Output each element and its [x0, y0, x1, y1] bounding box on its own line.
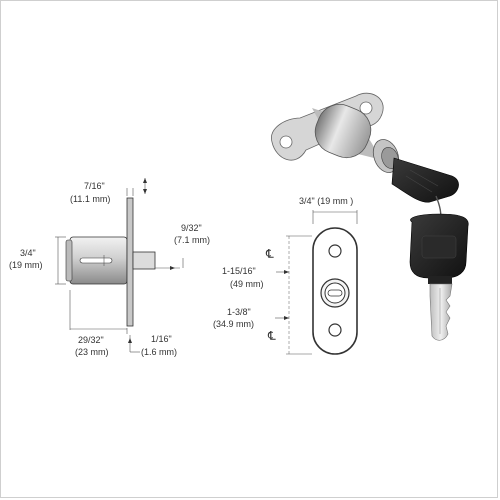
dim-cam-length: 9/32"	[181, 223, 202, 233]
flange-hole-right	[359, 101, 373, 115]
lock-product-illustration	[271, 92, 469, 341]
spare-key-blade	[429, 283, 453, 341]
dim-top-width: 7/16"	[84, 181, 105, 191]
flange-hole-left	[279, 135, 293, 149]
key-slot	[79, 257, 113, 264]
dim-height-mm: (19 mm)	[9, 260, 43, 270]
spare-key-grip	[421, 235, 457, 259]
dim-plate-width: 3/4" (19 mm )	[299, 196, 353, 206]
dim-center-offset: 1-3/8"	[227, 307, 251, 317]
bottom-mount-hole	[328, 323, 342, 337]
front-view: 3/4" (19 mm ) ℄ 1-15/16" (49 mm) 1-3/8" …	[213, 196, 358, 355]
centerline-top: ℄	[265, 247, 274, 261]
dim-center-offset-mm: (34.9 mm)	[213, 319, 254, 329]
cylinder-face	[65, 239, 73, 282]
dim-height: 3/4"	[20, 248, 36, 258]
dim-hole-spacing: 1-15/16"	[222, 266, 256, 276]
dim-plate-thickness-mm: (1.6 mm)	[141, 347, 177, 357]
centerline-bottom: ℄	[267, 329, 276, 343]
front-key-slot	[327, 289, 343, 297]
lock-cylinder-3d	[314, 103, 372, 159]
dim-body-length-mm: (23 mm)	[75, 347, 109, 357]
dim-body-length: 29/32"	[78, 335, 104, 345]
inserted-key	[391, 157, 459, 203]
dim-plate-thickness: 1/16"	[151, 334, 172, 344]
dim-cam-length-mm: (7.1 mm)	[174, 235, 210, 245]
spare-key-collar	[428, 276, 452, 284]
cam-bolt	[132, 251, 156, 270]
dim-top-width-mm: (11.1 mm)	[70, 194, 110, 204]
dim-hole-spacing-mm: (49 mm)	[230, 279, 264, 289]
mounting-plate	[126, 197, 134, 327]
top-mount-hole	[328, 244, 342, 258]
side-view: 7/16" (11.1 mm) 3/4" (19 mm) 9/32" (7.1 …	[9, 178, 210, 357]
